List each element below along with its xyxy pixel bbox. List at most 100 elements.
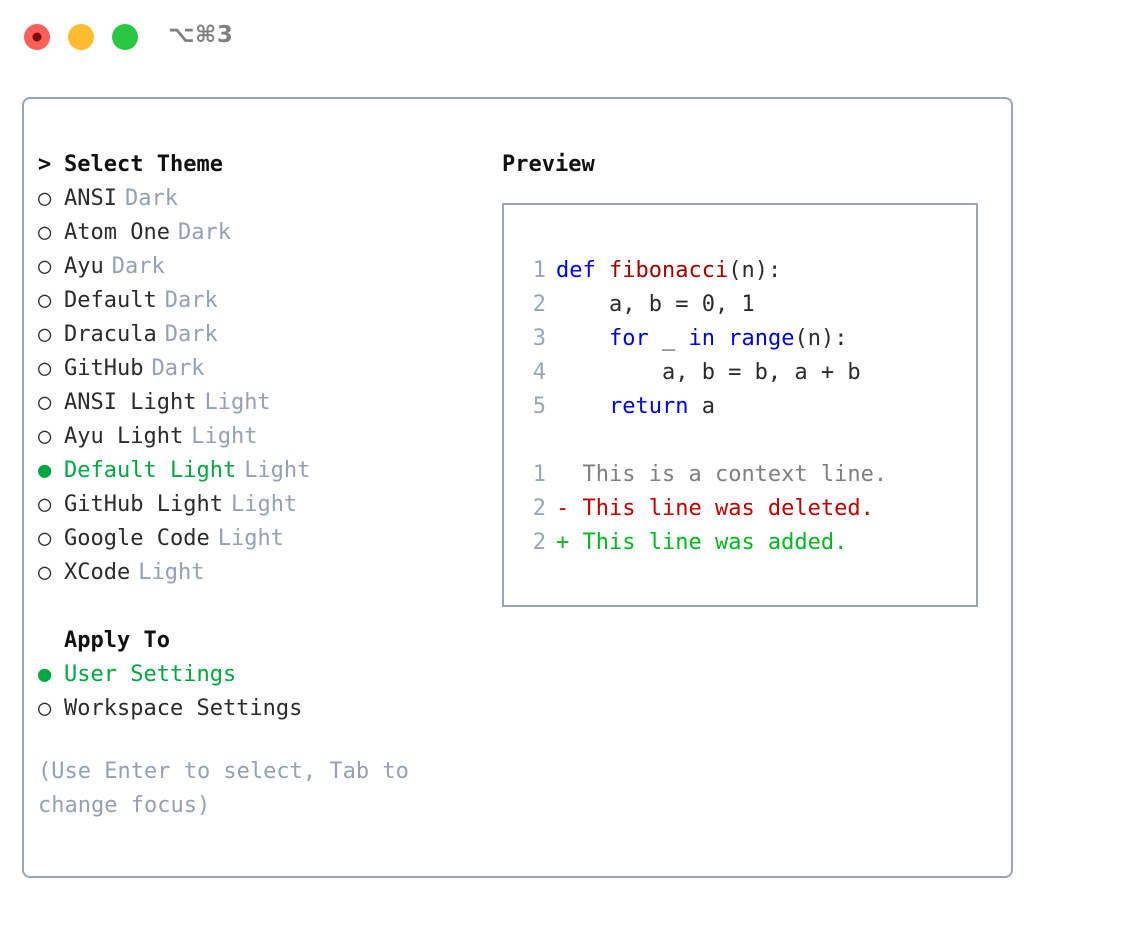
- maximize-button[interactable]: [112, 24, 138, 50]
- theme-list-item[interactable]: ○ ANSI Light Light: [38, 385, 478, 419]
- code-token: in: [688, 325, 715, 351]
- apply-to-label: User Settings: [64, 661, 237, 687]
- theme-name: Default Light: [64, 457, 237, 483]
- minimize-button[interactable]: [68, 24, 94, 50]
- theme-name: ANSI Light: [64, 389, 197, 415]
- theme-name: XCode: [64, 559, 131, 585]
- recording-indicator-icon: [32, 32, 42, 42]
- code-token: for: [608, 325, 649, 351]
- radio-unselected-icon: ○: [38, 321, 52, 347]
- line-number: 1: [532, 461, 546, 487]
- code-line: 2 a, b = 0, 1: [504, 287, 976, 321]
- line-number: 2: [532, 529, 546, 555]
- theme-variant-tag: Light: [244, 457, 311, 483]
- code-line: 4 a, b = b, a + b: [504, 355, 976, 389]
- radio-unselected-icon: ○: [38, 525, 52, 551]
- keyboard-shortcut-label: ⌥⌘3: [168, 22, 234, 48]
- preview-title: Preview: [502, 151, 595, 177]
- theme-list-item[interactable]: ● Default Light Light: [38, 453, 478, 487]
- line-number: 1: [532, 257, 546, 283]
- keyboard-hint-text: (Use Enter to select, Tab to change focu…: [38, 759, 423, 818]
- theme-name: Ayu: [64, 253, 104, 279]
- line-number: 2: [532, 495, 546, 521]
- theme-list-item[interactable]: ○ Ayu Light Light: [38, 419, 478, 453]
- radio-unselected-icon: ○: [38, 695, 52, 721]
- theme-list-item[interactable]: ○ Ayu Dark: [38, 249, 478, 283]
- radio-unselected-icon: ○: [38, 219, 52, 245]
- apply-to-item[interactable]: ● User Settings: [38, 657, 478, 691]
- diff-marker: [556, 462, 583, 487]
- diff-marker: +: [556, 529, 583, 555]
- diff-marker: -: [556, 495, 583, 521]
- theme-variant-tag: Dark: [177, 219, 231, 245]
- theme-variant-tag: Dark: [111, 253, 165, 279]
- line-number: 4: [532, 359, 546, 385]
- select-theme-header: > Select Theme: [38, 147, 478, 181]
- radio-unselected-icon: ○: [38, 559, 52, 585]
- code-token: _: [648, 325, 689, 351]
- theme-variant-tag: Light: [230, 491, 298, 517]
- radio-unselected-icon: ○: [38, 389, 52, 415]
- prompt-caret-icon: >: [38, 151, 52, 177]
- diff-sample: 1 This is a context line.2- This line wa…: [504, 457, 976, 559]
- code-token: (n):: [728, 257, 782, 283]
- theme-variant-tag: Dark: [164, 321, 218, 347]
- code-token: [715, 326, 728, 351]
- theme-list-item[interactable]: ○ Atom One Dark: [38, 215, 478, 249]
- theme-name: Atom One: [64, 219, 170, 245]
- radio-unselected-icon: ○: [38, 185, 52, 211]
- diff-text: This line was deleted.: [582, 495, 874, 521]
- theme-variant-tag: Dark: [151, 355, 205, 381]
- code-token: [556, 394, 609, 419]
- diff-line: 1 This is a context line.: [504, 457, 976, 491]
- code-token: return: [608, 393, 689, 419]
- radio-unselected-icon: ○: [38, 491, 52, 517]
- theme-list-item[interactable]: ○ XCode Light: [38, 555, 478, 589]
- theme-name: Default: [64, 287, 157, 313]
- code-token: range: [728, 325, 795, 351]
- code-token: fibonacci: [608, 257, 729, 283]
- radio-selected-icon: ●: [38, 457, 52, 483]
- code-line: 3 for _ in range(n):: [504, 321, 976, 355]
- theme-variant-tag: Light: [204, 389, 271, 415]
- apply-to-list: ● User Settings ○ Workspace Settings: [38, 657, 478, 725]
- theme-name: Google Code: [64, 525, 210, 551]
- apply-to-item[interactable]: ○ Workspace Settings: [38, 691, 478, 725]
- theme-list-item[interactable]: ○ Default Dark: [38, 283, 478, 317]
- diff-text: This line was added.: [582, 529, 848, 555]
- theme-variant-tag: Dark: [164, 287, 218, 313]
- apply-to-label: Workspace Settings: [64, 695, 303, 721]
- line-number: 3: [532, 325, 546, 351]
- window-controls: [24, 24, 138, 50]
- code-token: def: [556, 257, 609, 283]
- theme-name: Ayu Light: [64, 423, 184, 449]
- radio-unselected-icon: ○: [38, 287, 52, 313]
- line-number: 2: [532, 291, 546, 317]
- code-diff-spacer: [504, 423, 976, 457]
- select-theme-title: Select Theme: [64, 151, 223, 177]
- code-token: a, b = b, a + b: [556, 359, 861, 385]
- radio-selected-icon: ●: [38, 661, 52, 687]
- close-button[interactable]: [24, 24, 50, 50]
- radio-unselected-icon: ○: [38, 423, 52, 449]
- diff-text: This is a context line.: [582, 461, 888, 487]
- radio-unselected-icon: ○: [38, 253, 52, 279]
- theme-list-item[interactable]: ○ Dracula Dark: [38, 317, 478, 351]
- theme-variant-tag: Light: [138, 559, 205, 585]
- theme-variant-tag: Light: [191, 423, 258, 449]
- code-token: a: [688, 393, 715, 419]
- code-token: (n):: [794, 325, 848, 351]
- theme-name: Dracula: [64, 321, 157, 347]
- diff-line: 2- This line was deleted.: [504, 491, 976, 525]
- list-spacer: [38, 589, 478, 623]
